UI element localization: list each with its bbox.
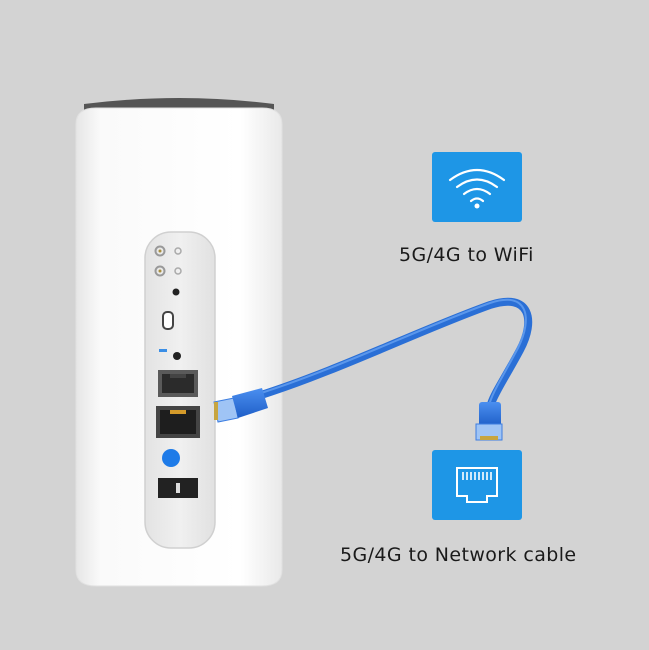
reset-hole: [172, 288, 180, 296]
router: [75, 98, 283, 587]
power-switch: [158, 478, 198, 498]
wps-button: [162, 449, 180, 467]
indicator-led: [159, 349, 167, 352]
ethernet-port-icon: [456, 467, 498, 503]
network-cable-caption: 5G/4G to Network cable: [340, 544, 577, 566]
ethernet-tile: [432, 450, 522, 520]
lan-port-1: [158, 370, 198, 397]
wifi-icon: [448, 168, 506, 209]
wifi-caption: 5G/4G to WiFi: [399, 244, 534, 266]
audio-jack: [173, 352, 181, 360]
network-cable: [213, 297, 533, 441]
lan-port-2: [156, 406, 200, 438]
usb-c-port: [162, 311, 174, 330]
rj45-plug-free: [475, 402, 503, 441]
wifi-tile: [432, 152, 522, 222]
antenna-connectors: [154, 245, 182, 277]
rj45-plug-router: [213, 388, 268, 423]
